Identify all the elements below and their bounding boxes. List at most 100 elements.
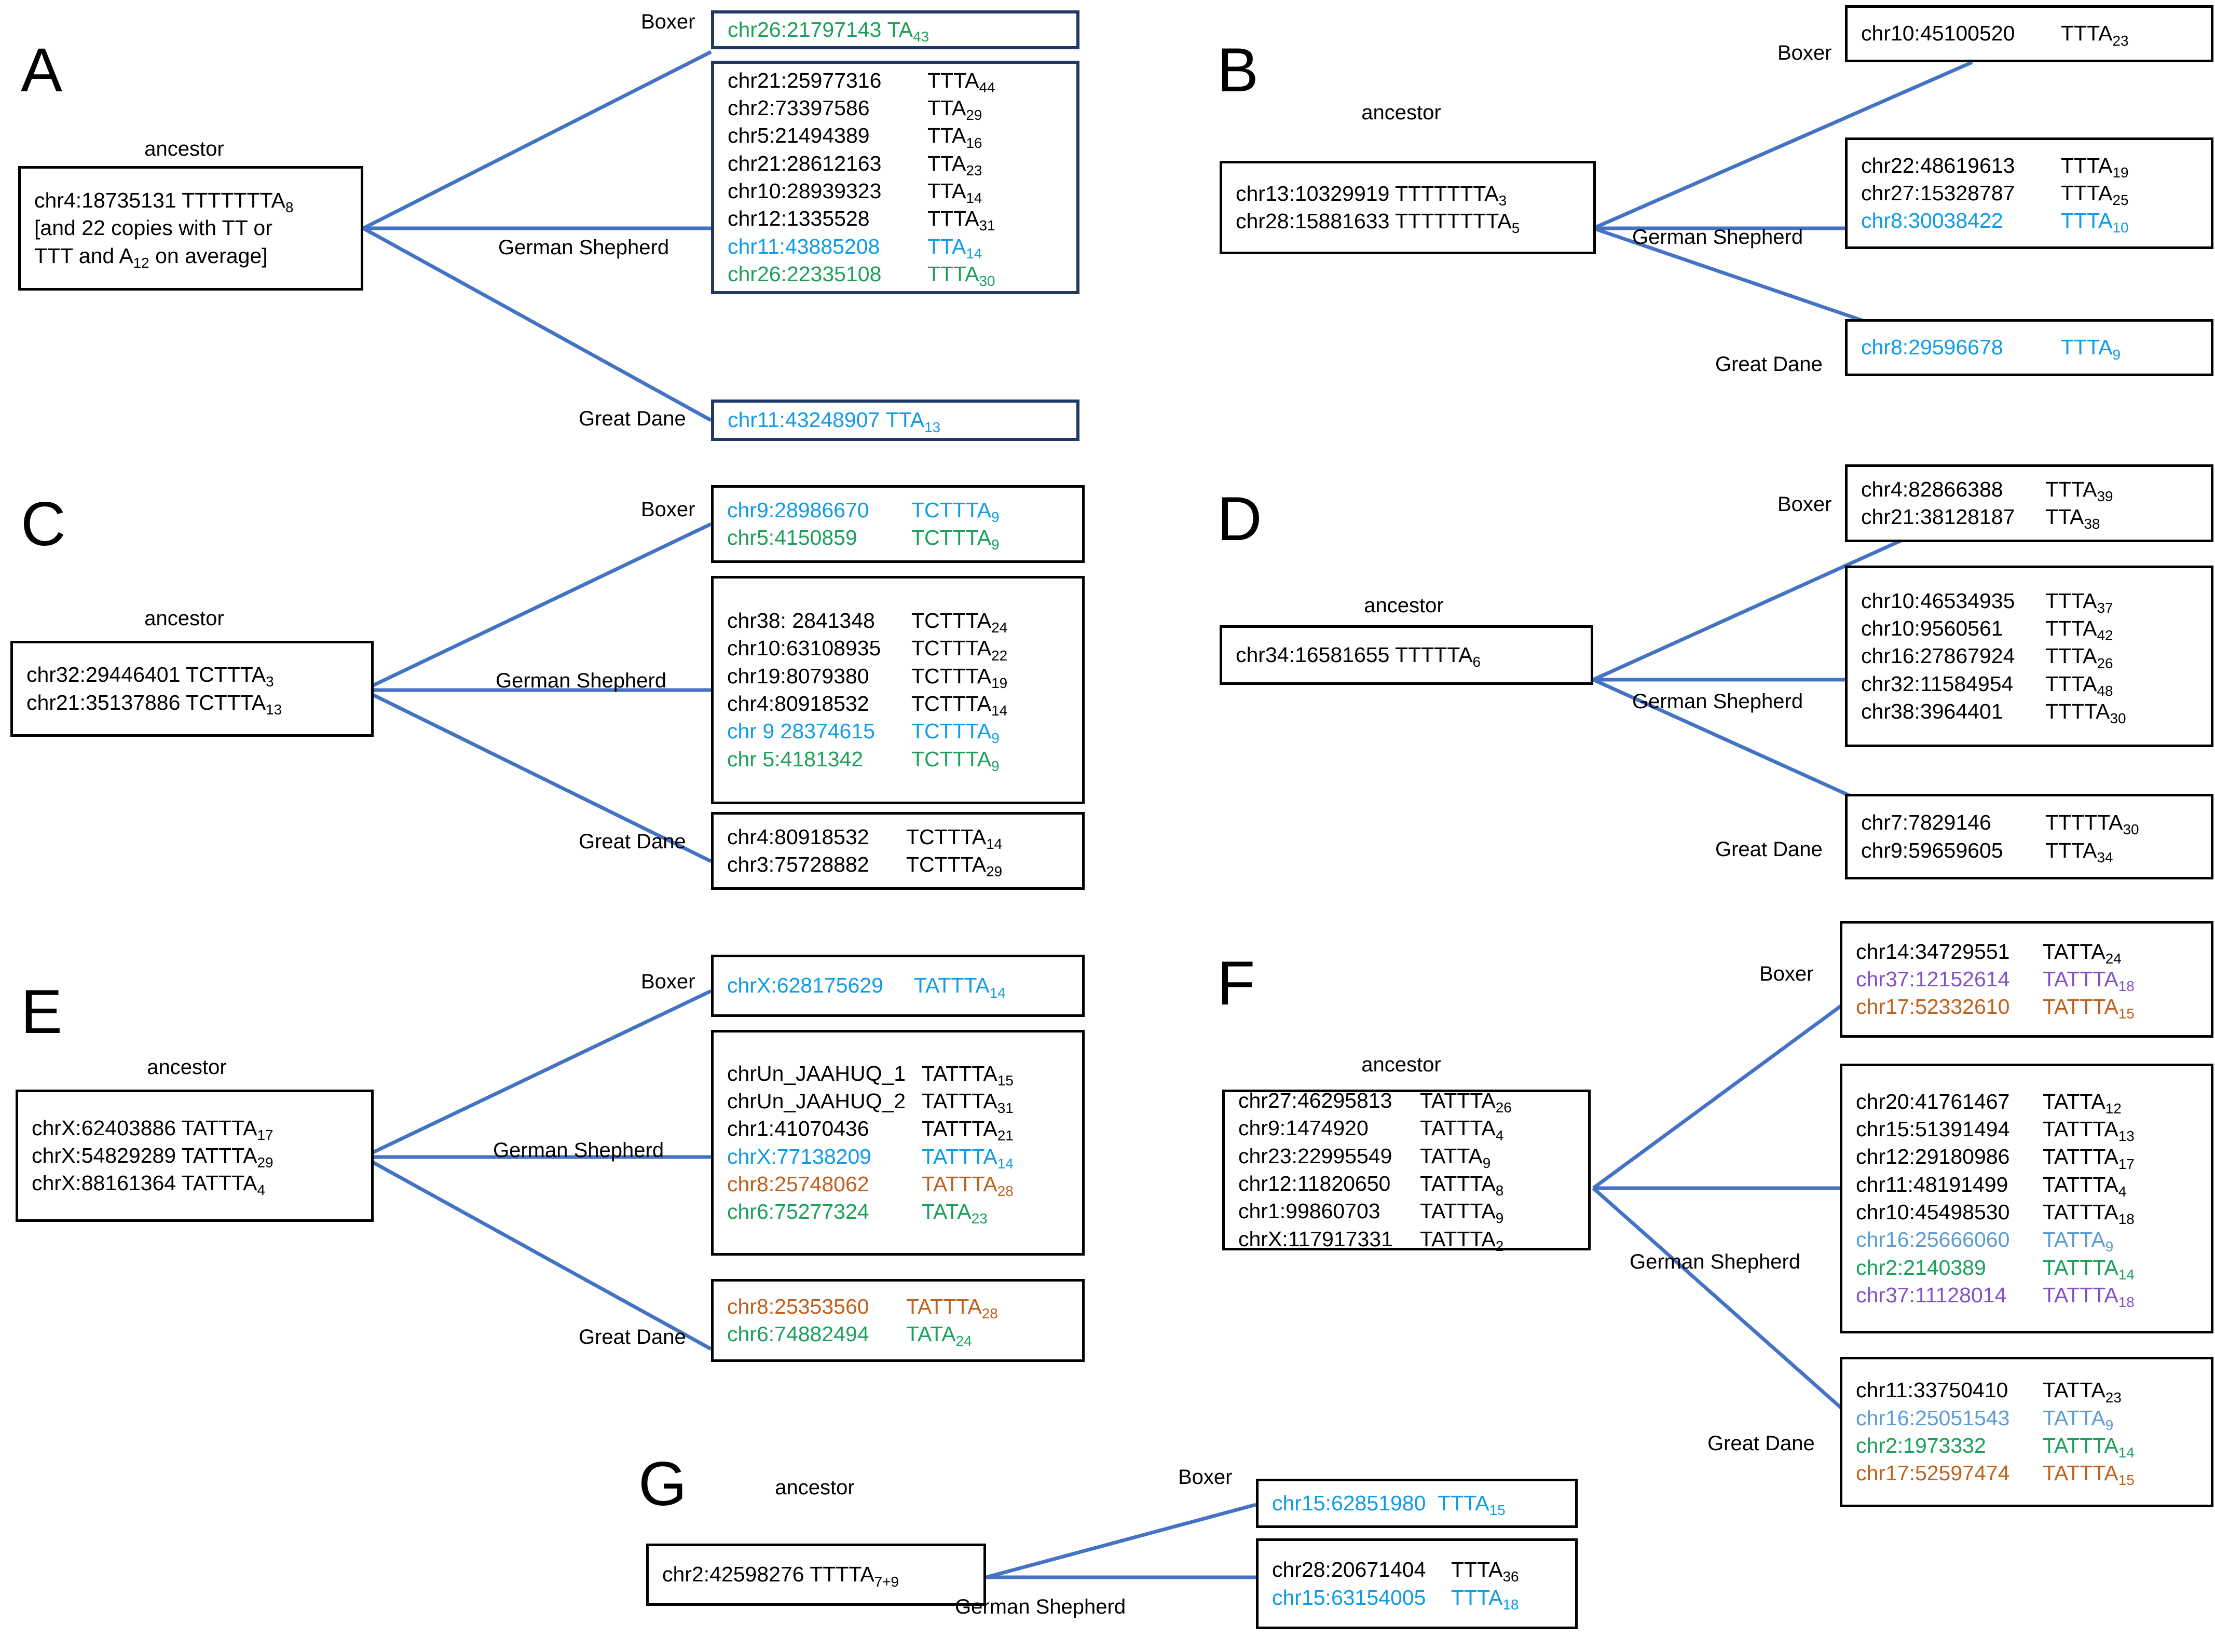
panel-letter-B: B <box>1217 35 1259 105</box>
branch-label-boxer-D: Boxer <box>1778 493 1832 516</box>
branch-label-gd-B: Great Dane <box>1715 353 1823 376</box>
branch-label-gs-A: German Shepherd <box>498 236 669 259</box>
branch-label-gs-B: German Shepherd <box>1632 226 1803 249</box>
branch-label-gd-D: Great Dane <box>1715 838 1823 861</box>
branch-label-boxer-B: Boxer <box>1778 42 1832 64</box>
branch-label-gd-E: Great Dane <box>579 1326 686 1348</box>
branch-label-gs-E: German Shepherd <box>493 1139 664 1162</box>
panel-letter-F: F <box>1217 948 1255 1018</box>
branch-label-gs-G: German Shepherd <box>955 1595 1126 1618</box>
panel-letter-E: E <box>21 977 63 1047</box>
ancestor-label-C: ancestor <box>144 607 224 630</box>
branch-label-gd-C: Great Dane <box>579 830 686 853</box>
panel-letter-G: G <box>638 1449 687 1519</box>
panel-letter-C: C <box>21 489 66 559</box>
ancestor-label-B: ancestor <box>1361 101 1441 124</box>
ancestor-label-G: ancestor <box>775 1476 855 1499</box>
ancestor-label-F: ancestor <box>1361 1053 1441 1076</box>
branch-label-boxer-A: Boxer <box>641 10 695 33</box>
